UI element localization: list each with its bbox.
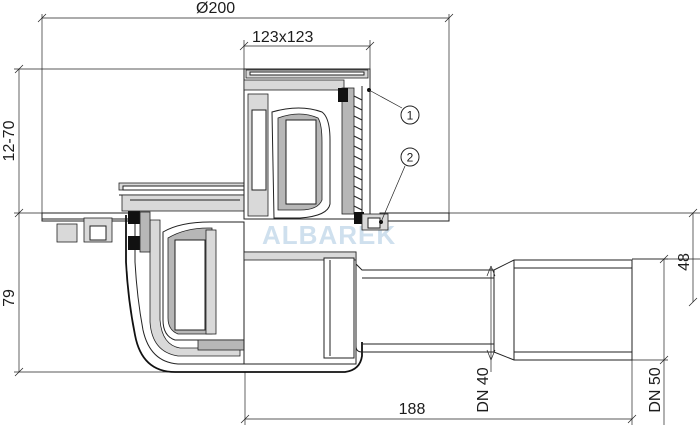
dim-height: 79 [1, 289, 18, 307]
outlet-pipe [355, 259, 633, 361]
dim-grate: 123x123 [252, 29, 313, 46]
dim-dn-outer: DN 50 [647, 367, 664, 412]
callout-leaders: 1 2 [367, 88, 420, 224]
drain-body [56, 210, 363, 373]
dim-length: 188 [399, 401, 426, 418]
callout-circle-1 [400, 105, 420, 125]
callout-label-1: 1 [407, 109, 414, 123]
callout-circle-2 [400, 147, 420, 167]
callout-label-2: 2 [407, 151, 414, 165]
sleeve-ribs [353, 95, 363, 211]
dim-dn-inner: DN 40 [475, 367, 492, 412]
lower-grate [118, 182, 248, 212]
dim-diameter: Ø200 [196, 0, 235, 17]
dim-height-adjust: 12-70 [1, 120, 18, 161]
dim-outlet-height: 48 [676, 253, 693, 271]
extension-unit [243, 68, 389, 231]
